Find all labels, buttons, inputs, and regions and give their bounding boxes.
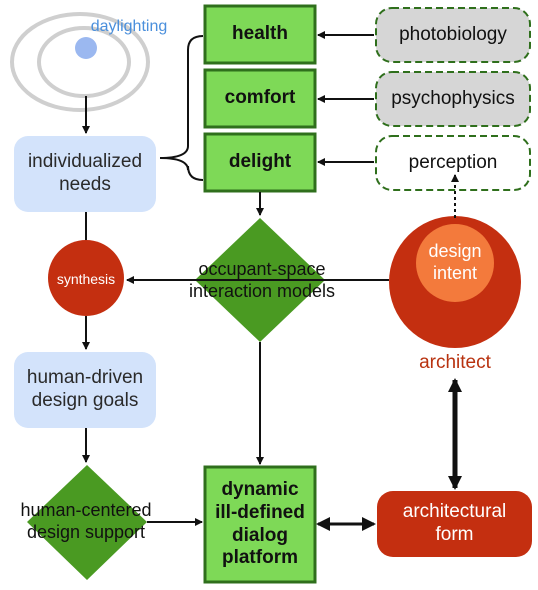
perception-label: perception [408,151,498,173]
human-centered-diamond [27,465,147,580]
photobiology-label: photobiology [399,23,507,45]
health-box [203,4,317,65]
perception-box [375,135,531,191]
architectural-form-label: architectural form [402,501,507,545]
daylighting-label: daylighting [90,18,168,36]
synthesis-circle [48,240,124,316]
human-driven-goals-box [14,352,156,428]
comfort-label: comfort [224,87,296,109]
design-intent-circles [389,216,521,348]
delight-box [203,132,317,193]
human-driven-label: human-driven design goals [26,367,144,411]
synthesis-label: synthesis [56,270,116,287]
delight-label: delight [228,151,292,173]
human-centered-label: human-centered design support [20,500,152,542]
architectural-form-box [377,491,532,557]
architect-label: architect [419,351,491,373]
psychophysics-box [375,71,531,127]
occupant-space-label: occupant-space interaction models [188,259,336,301]
individualized-needs-label: individualized needs [27,151,143,195]
comfort-box [203,68,317,129]
design-intent-label: design intent [428,241,482,283]
health-label: health [232,23,288,45]
brace [159,35,204,181]
psychophysics-label: psychophysics [391,87,515,109]
photobiology-box [375,7,531,63]
dynamic-platform-box [203,465,317,584]
individualized-needs-box [14,136,156,212]
daylighting-venn-icon [10,12,150,112]
dynamic-platform-label: dynamic ill-defined dialog platform [215,478,305,569]
